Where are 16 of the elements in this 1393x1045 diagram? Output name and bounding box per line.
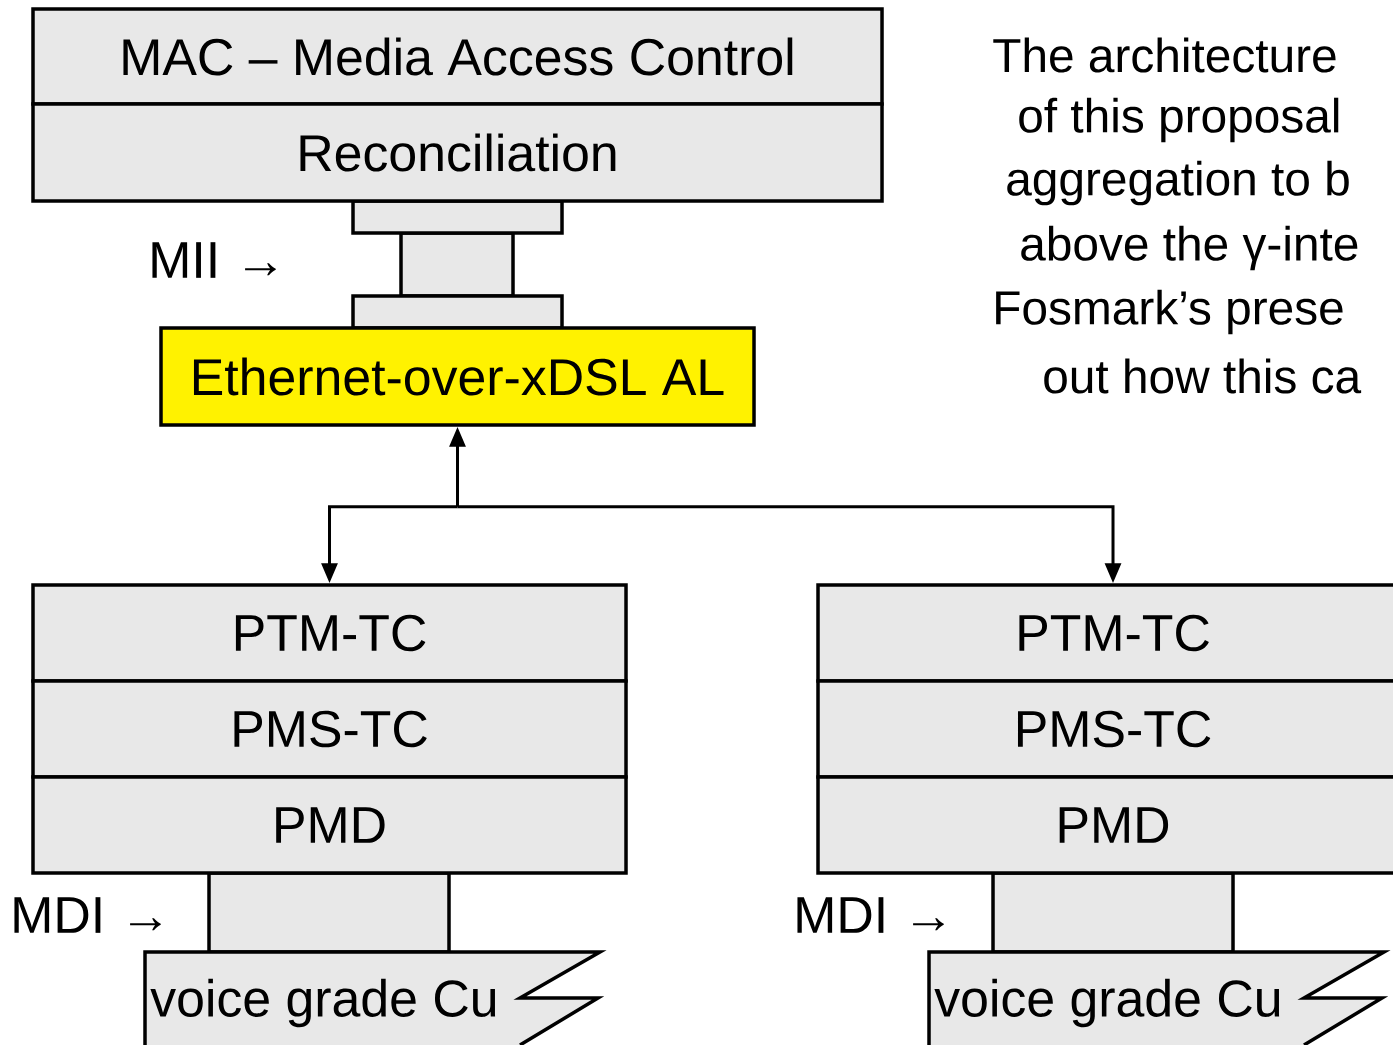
layer-box: PMS-TC <box>31 679 628 779</box>
layer-box: PMS-TC <box>816 679 1393 779</box>
text-line: aggregation to b <box>1007 160 1349 206</box>
interface-label: MDI → <box>797 897 944 933</box>
text-line: of this proposal <box>1019 97 1339 143</box>
layer-box: PTM-TC <box>816 583 1393 683</box>
adaptation-layer-box: Ethernet-over-xDSL AL <box>159 326 756 427</box>
text-line: The architecture <box>993 37 1336 73</box>
layer-box: MAC – Media Access Control <box>31 7 884 106</box>
text-line: Fosmark’s prese <box>996 289 1343 335</box>
layer-box: PTM-TC <box>31 583 628 683</box>
interface-label: MDI → <box>14 897 161 933</box>
text-line: out how this ca <box>1044 358 1362 394</box>
text-line: above the γ-inte <box>1021 225 1358 271</box>
layer-box: Reconciliation <box>31 102 884 203</box>
interface-label: MII → <box>152 242 276 278</box>
